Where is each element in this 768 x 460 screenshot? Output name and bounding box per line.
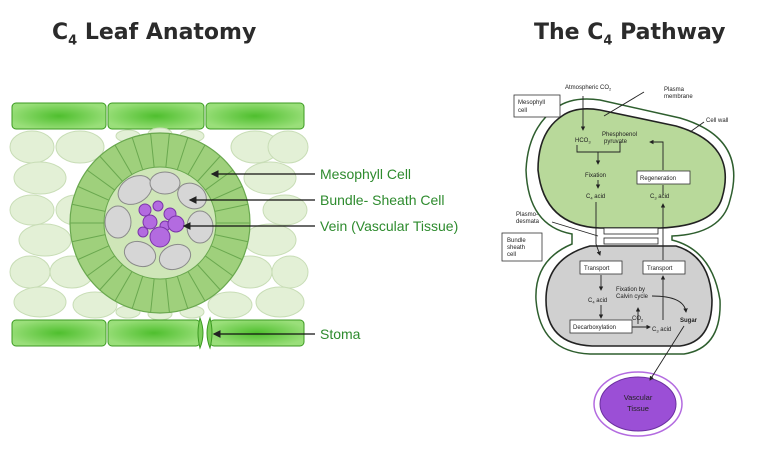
mesophyll-tag-line2: cell (518, 108, 527, 114)
bundle-sheath-cells (104, 171, 214, 271)
regeneration-box (636, 170, 691, 185)
sheath-cell-wall (99, 264, 123, 291)
lower-epidermis-cell (209, 319, 305, 347)
upper-epidermis-cell (107, 102, 205, 130)
vascular-tissue (599, 376, 677, 432)
sheath-cell-wall (86, 169, 115, 191)
sheath-cell-wall (214, 234, 249, 243)
leaf-cross-section (9, 102, 315, 350)
c3-acid-top-label: C3 acid (650, 194, 669, 201)
plasmodesmata-channel (603, 237, 659, 245)
hco3-to-fixation-arrow (576, 145, 601, 165)
vein-label: Vein (Vascular Tissue) (320, 218, 459, 234)
sheath-cell-wall (210, 185, 243, 201)
sheath-cell-wall (187, 271, 206, 302)
sheath-cell-wall (77, 185, 110, 201)
mesophyll-cell-label: Mesophyll Cell (320, 166, 412, 182)
transport-left-box (579, 260, 623, 275)
cell-wall-label: Cell wall (706, 118, 728, 124)
bundle-sheath-cell-label: Bundle- Sheath Cell (320, 192, 445, 208)
plasma-label-line1: Plasma (664, 87, 685, 93)
pep-label-line1: Phesphoenol (602, 132, 637, 138)
sheath-cell-wall (187, 144, 206, 175)
decarboxylation-box (569, 319, 633, 334)
c4-acid-bottom-label: C4 acid (588, 298, 607, 305)
pep-label-line2: pyruvate (604, 139, 628, 145)
plasmodesmata-label-line2: desmata (516, 219, 540, 225)
mesophyll-cell-tag (513, 94, 561, 118)
sheath-cell-walls (70, 133, 250, 313)
pep-merge-line (598, 142, 621, 153)
plasma-membrane-pointer (603, 91, 645, 117)
sheath-cell-wall (176, 276, 189, 309)
vascular-label-line1: Vascular (624, 393, 653, 402)
sheath-cell-wall (99, 155, 123, 182)
sheath-cell-wall (114, 144, 133, 175)
sheath-cell-wall (205, 255, 234, 277)
bundle-tag-line2: sheath (507, 245, 525, 251)
sheath-cell-wall (86, 255, 115, 277)
hco3-label: HCO3 (575, 138, 591, 145)
stoma-label: Stoma (320, 326, 361, 342)
co2-label: CO2 (632, 316, 644, 323)
plasma-label-line2: membrane (664, 94, 693, 100)
regeneration-label: Regeneration (640, 176, 676, 182)
sheath-cell-wall (165, 278, 170, 313)
transport-right-label: Transport (647, 266, 673, 272)
bundle-tag-line3: cell (507, 252, 516, 258)
transport-right-box (642, 260, 686, 275)
plasmodesmata-channel (603, 227, 659, 235)
c4-pathway-title: The C4 Pathway (534, 20, 726, 49)
bundle-tag-line1: Bundle (507, 238, 526, 244)
upper-epidermis-cell (205, 102, 305, 130)
decarboxylation-label: Decarboxylation (573, 325, 616, 331)
atmospheric-co2-label: Atmospheric CO2 (565, 85, 612, 92)
plasmodesmata-label-line1: Plasmo- (516, 212, 538, 218)
upper-epidermis-cell (11, 102, 107, 130)
sheath-cell-wall (77, 245, 110, 261)
sheath-cell-wall (131, 276, 144, 309)
bundle-sheath-cell-tag (501, 232, 543, 262)
guard-cell (197, 316, 204, 350)
sheath-cell-wall (150, 278, 155, 313)
leaf-anatomy-title: C4 Leaf Anatomy (52, 20, 257, 49)
c4-to-transport-arrow (595, 202, 601, 256)
sheath-cell-wall (114, 271, 133, 302)
sheath-cell-wall (197, 264, 221, 291)
mesophyll-cell-region (537, 108, 727, 229)
lower-epidermis-cell (107, 319, 201, 347)
sugar-to-vascular-arrow (649, 325, 685, 381)
sheath-cell-wall (210, 245, 243, 261)
sheath-cell-wall (131, 137, 144, 170)
mesophyll-tag-line1: Mesophyll (518, 100, 545, 106)
lower-epidermis-cell (11, 319, 107, 347)
regen-to-pep-arrow (649, 139, 664, 170)
sheath-cell-wall (165, 133, 170, 168)
sheath-cell-wall (176, 137, 189, 170)
vascular-label-line2: Tissue (627, 404, 649, 413)
fixation-label: Fixation (585, 173, 606, 179)
sheath-cell-wall (71, 203, 106, 212)
c4-pathway-diagram: Atmospheric CO2 Plasma membrane Cell wal… (501, 85, 735, 437)
sheath-cell-wall (150, 133, 155, 168)
sheath-cell-wall (214, 203, 249, 212)
vein-vascular-tissue (137, 200, 185, 248)
sheath-cell-wall (197, 155, 221, 182)
c4-acid-top-label: C4 acid (586, 194, 605, 201)
mesophyll-layer (9, 127, 309, 321)
cell-wall-pointer (689, 121, 705, 133)
fixation-by-line2: Calvin cycle (616, 294, 649, 300)
sugar-label: Sugar (680, 318, 698, 324)
plasmodesmata-pointer (551, 221, 599, 237)
sheath-cell-wall (71, 234, 106, 243)
calvin-to-sugar-arrow (651, 295, 688, 313)
transport-left-label: Transport (584, 266, 610, 272)
guard-cell (206, 316, 213, 350)
c3-acid-bottom-label: C3 acid (652, 327, 671, 334)
fixation-by-line1: Fixation by (616, 287, 645, 293)
